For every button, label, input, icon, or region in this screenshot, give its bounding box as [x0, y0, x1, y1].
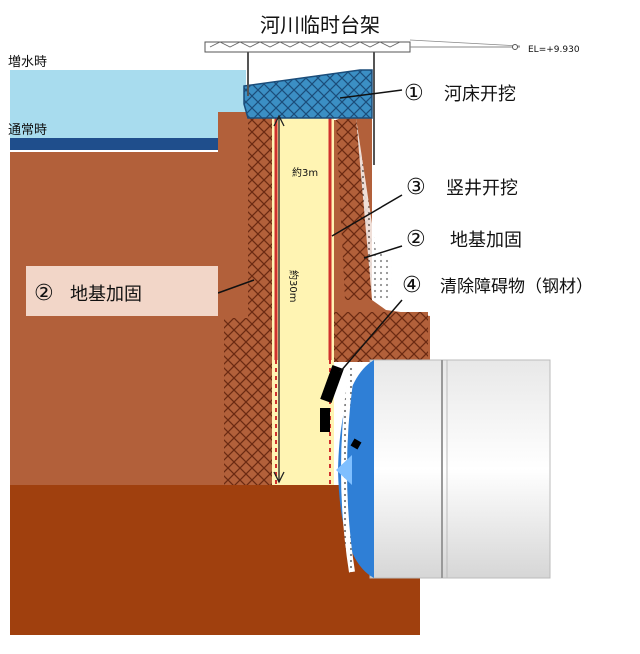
temporary-platform-truss [209, 41, 401, 48]
callout-3-number: ③ [406, 175, 426, 200]
callout-3-text: 竖井开挖 [446, 178, 518, 199]
normal-water-band [10, 138, 218, 150]
leader-riverbed [339, 89, 403, 99]
ground-improvement-right-lower [332, 312, 428, 362]
left-callout-number: ② [34, 281, 54, 306]
tunnel-body [369, 359, 551, 579]
leader-improvement [363, 245, 403, 259]
leader-shaft [331, 194, 403, 237]
callout-4-text: 清除障碍物（钢材） [440, 277, 593, 297]
leader-obstacle [339, 299, 403, 373]
steel-obstacle-3 [350, 438, 362, 450]
river-water [10, 70, 246, 140]
elevation-leader [409, 39, 521, 47]
ground-improvement-left-lower [224, 318, 272, 485]
normal-water-label: 通常時 [8, 123, 47, 138]
callout-2-number: ② [406, 227, 426, 252]
riverbed-excavation [243, 69, 373, 119]
left-callout-box [26, 266, 218, 316]
improved-zone-edge [356, 118, 392, 300]
callout-1-number: ① [404, 81, 424, 106]
high-water-label: 増水時 [8, 55, 47, 70]
elevation-label: EL=+9.930 [528, 45, 580, 55]
shaft-width-label: 約3m [292, 166, 318, 179]
callout-4-number: ④ [402, 273, 422, 298]
left-callout-text: 地基加固 [70, 284, 142, 305]
tunnel-cutter-tip [336, 455, 352, 485]
depth-arrow-top [273, 114, 285, 127]
diagram-title: 河川临时台架 [260, 13, 380, 37]
bedrock-step [330, 575, 420, 635]
callout-2-text: 地基加固 [450, 230, 522, 251]
temporary-platform-deck [204, 41, 411, 53]
elevation-marker [512, 44, 518, 50]
depth-arrow-bottom [273, 471, 285, 484]
steel-obstacle-1 [320, 365, 344, 403]
shaft-depth-label: 約30m [287, 270, 300, 302]
steel-obstacle-2 [320, 408, 330, 432]
callout-1-text: 河床开挖 [444, 84, 516, 105]
ground-improvement-right [336, 118, 372, 300]
ground-improvement-left [248, 118, 272, 318]
leader-left-improvement [217, 279, 255, 294]
